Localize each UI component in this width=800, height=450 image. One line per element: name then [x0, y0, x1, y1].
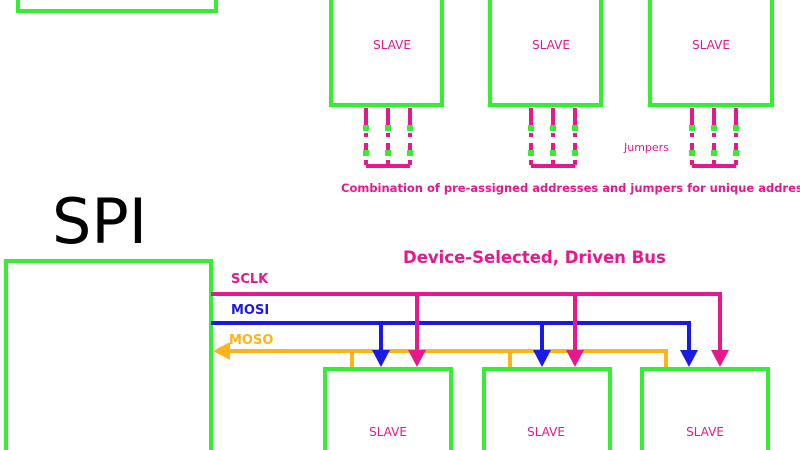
- mosi-label: MOSI: [231, 303, 269, 318]
- moso-line: [213, 342, 668, 371]
- top-slave-1: SLAVE: [329, 0, 444, 107]
- partial-box-top-left: [16, 0, 218, 13]
- moso-label: MOSO: [229, 333, 273, 348]
- spi-slave-3: SLAVE: [640, 367, 770, 450]
- spi-slave-1: SLAVE: [323, 367, 453, 450]
- spi-slave-1-label: SLAVE: [369, 425, 407, 439]
- sclk-label: SCLK: [231, 272, 269, 287]
- sclk-line: [211, 292, 729, 367]
- spi-slave-2: SLAVE: [482, 367, 612, 450]
- jumper-block-3: [689, 108, 739, 168]
- master-box: [4, 259, 213, 450]
- top-slave-2-label: SLAVE: [532, 38, 570, 52]
- jumper-block-2: [528, 108, 578, 168]
- top-slave-1-label: SLAVE: [373, 38, 411, 52]
- spi-subtitle: Device-Selected, Driven Bus: [403, 248, 666, 267]
- top-slave-3: SLAVE: [648, 0, 774, 107]
- mosi-line: [211, 321, 698, 367]
- address-caption: Combination of pre-assigned addresses an…: [341, 181, 800, 195]
- top-slave-3-label: SLAVE: [692, 38, 730, 52]
- spi-title: SPI: [52, 185, 147, 258]
- spi-slave-2-label: SLAVE: [527, 425, 565, 439]
- top-slave-2: SLAVE: [488, 0, 603, 107]
- jumper-block-1: [363, 108, 413, 168]
- spi-slave-3-label: SLAVE: [686, 425, 724, 439]
- jumpers-label: Jumpers: [623, 141, 669, 154]
